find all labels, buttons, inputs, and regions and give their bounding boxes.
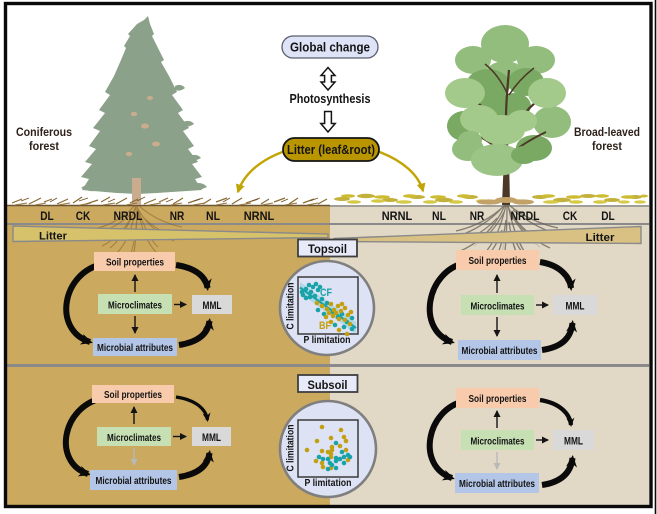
svg-text:Litter: Litter	[586, 232, 616, 244]
svg-text:Microbial attributes: Microbial attributes	[96, 475, 172, 487]
svg-text:Soil properties: Soil properties	[469, 393, 527, 405]
svg-text:C limitation: C limitation	[285, 283, 297, 330]
svg-text:NRDL: NRDL	[114, 211, 143, 223]
svg-text:NL: NL	[432, 211, 446, 223]
svg-text:CK: CK	[563, 211, 578, 223]
svg-text:Microbial attributes: Microbial attributes	[462, 345, 538, 357]
svg-text:Litter: Litter	[39, 231, 68, 243]
svg-text:P limitation: P limitation	[305, 477, 352, 489]
svg-text:NRNL: NRNL	[244, 211, 275, 223]
svg-text:Topsoil: Topsoil	[308, 242, 347, 256]
svg-text:Subsoil: Subsoil	[308, 378, 348, 392]
svg-text:NR: NR	[170, 211, 185, 223]
svg-text:DL: DL	[601, 211, 615, 223]
svg-text:MML: MML	[203, 300, 222, 312]
svg-text:Litter (leaf&root): Litter (leaf&root)	[287, 143, 375, 157]
svg-text:NR: NR	[470, 211, 485, 223]
svg-text:MML: MML	[202, 432, 221, 444]
svg-text:Photosynthesis: Photosynthesis	[290, 92, 371, 106]
svg-text:NL: NL	[206, 211, 220, 223]
svg-text:Microclimates: Microclimates	[471, 301, 525, 313]
svg-text:MML: MML	[566, 301, 585, 313]
svg-text:DL: DL	[40, 211, 54, 223]
svg-text:Global change: Global change	[290, 40, 370, 55]
svg-text:Soil properties: Soil properties	[469, 255, 527, 267]
svg-text:CK: CK	[76, 211, 91, 223]
svg-text:Soil properties: Soil properties	[104, 389, 162, 401]
svg-text:NRNL: NRNL	[382, 211, 413, 223]
svg-text:NRDL: NRDL	[511, 211, 540, 223]
svg-text:Soil properties: Soil properties	[106, 257, 164, 269]
svg-text:MML: MML	[564, 436, 583, 448]
svg-text:CF: CF	[320, 287, 332, 299]
svg-text:forest: forest	[29, 141, 59, 153]
svg-text:Coniferous: Coniferous	[16, 127, 72, 139]
svg-text:C limitation: C limitation	[285, 425, 297, 472]
svg-text:Broad-leaved: Broad-leaved	[574, 127, 640, 139]
svg-text:Microclimates: Microclimates	[107, 432, 161, 444]
svg-text:Microclimates: Microclimates	[108, 300, 162, 312]
svg-text:BF: BF	[319, 320, 331, 332]
svg-text:Microbial attributes: Microbial attributes	[459, 478, 535, 490]
svg-text:Microbial attributes: Microbial attributes	[97, 342, 173, 354]
svg-text:Microclimates: Microclimates	[471, 436, 525, 448]
svg-text:P limitation: P limitation	[304, 334, 351, 346]
svg-text:forest: forest	[592, 141, 622, 153]
